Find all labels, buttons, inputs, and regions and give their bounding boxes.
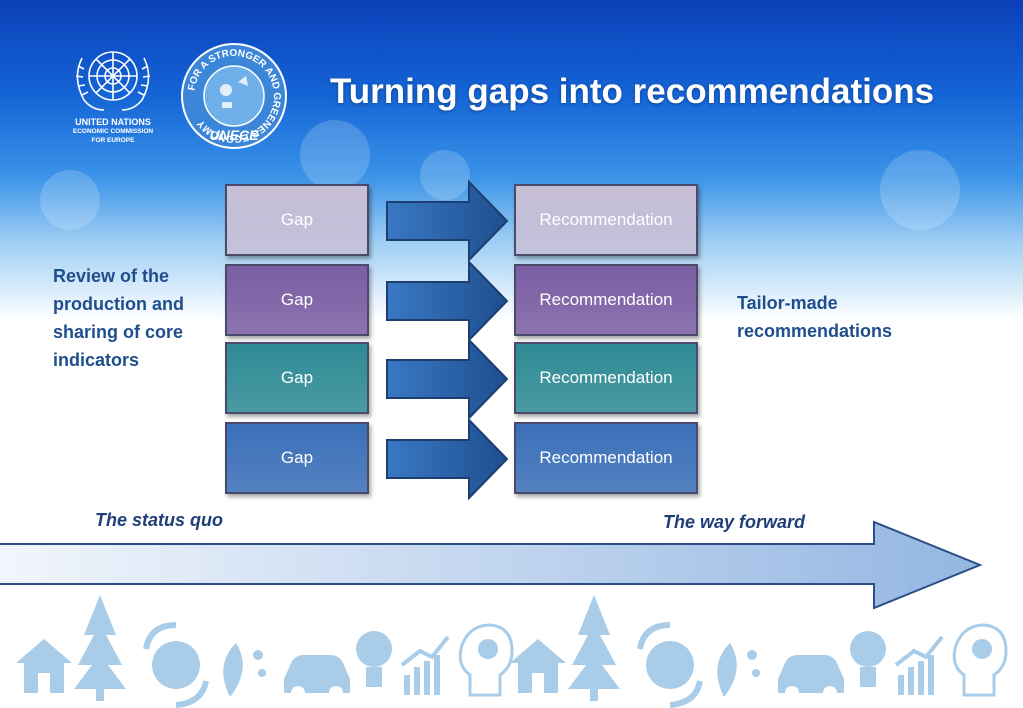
globe-hands-icon (143, 622, 209, 708)
right-arrow-icon (386, 259, 509, 343)
house-icon (510, 639, 566, 693)
growth-chart-icon (400, 635, 450, 695)
right-arrow-icon (386, 337, 509, 421)
bokeh-light (420, 150, 470, 200)
gap-box: Gap (225, 264, 369, 336)
right-arrow-icon (386, 179, 509, 263)
gap-label: Gap (280, 368, 314, 387)
way-forward-label: The way forward (663, 512, 806, 532)
leaf-drops-icon (717, 643, 760, 697)
recommendation-box: Recommendation (514, 342, 698, 414)
left-description: Review of the production and sharing of … (53, 266, 184, 370)
recommendation-box: Recommendation (514, 184, 698, 256)
un-logo-line: FOR EUROPE (91, 137, 135, 144)
bokeh-light (880, 150, 960, 230)
timeline-arrow-icon (0, 520, 983, 610)
lightbulb-icon (356, 631, 392, 687)
leaf-drops-icon (223, 643, 266, 697)
status-quo-label: The status quo (95, 510, 224, 530)
page-title: Turning gaps into recommendations (330, 72, 935, 111)
unece-seal-icon: FOR A STRONGER AND GREENER ECONOMY UNECE (181, 43, 287, 149)
un-logo-line: ECONOMIC COMMISSION (72, 128, 154, 135)
recommendation-label: Recommendation (539, 210, 673, 229)
unece-label: UNECE (209, 127, 259, 143)
head-gear-icon (458, 623, 514, 697)
tree-icon (74, 595, 126, 701)
icon-strip (16, 595, 1008, 708)
un-emblem-icon (75, 51, 151, 111)
growth-chart-icon (894, 635, 944, 695)
un-logo: UNITED NATIONS ECONOMIC COMMISSION FOR E… (58, 38, 168, 148)
gap-label: Gap (280, 210, 314, 229)
recommendation-box: Recommendation (514, 422, 698, 494)
gap-label: Gap (280, 290, 314, 309)
gap-label: Gap (280, 448, 314, 467)
car-icon (284, 655, 350, 700)
bokeh-light (300, 120, 370, 190)
gap-box: Gap (225, 184, 369, 256)
globe-hands-icon (637, 622, 703, 708)
house-icon (16, 639, 72, 693)
recommendation-label: Recommendation (539, 290, 673, 309)
un-logo-text: UNITED NATIONS ECONOMIC COMMISSION FOR E… (58, 118, 168, 145)
right-arrow-icon (386, 417, 509, 501)
sky-background (0, 0, 1023, 320)
un-logo-line: UNITED NATIONS (75, 117, 151, 127)
unece-green-economy-logo: FOR A STRONGER AND GREENER ECONOMY UNECE (178, 40, 290, 152)
recommendation-box: Recommendation (514, 264, 698, 336)
bokeh-light (40, 170, 100, 230)
recommendation-label: Recommendation (539, 448, 673, 467)
recommendation-label: Recommendation (539, 368, 673, 387)
right-description: Tailor-made recommendations (737, 293, 893, 341)
gap-box: Gap (225, 342, 369, 414)
gap-box: Gap (225, 422, 369, 494)
lightbulb-icon (850, 631, 886, 687)
tree-icon (568, 595, 620, 701)
car-icon (778, 655, 844, 700)
head-gear-icon (952, 623, 1008, 697)
